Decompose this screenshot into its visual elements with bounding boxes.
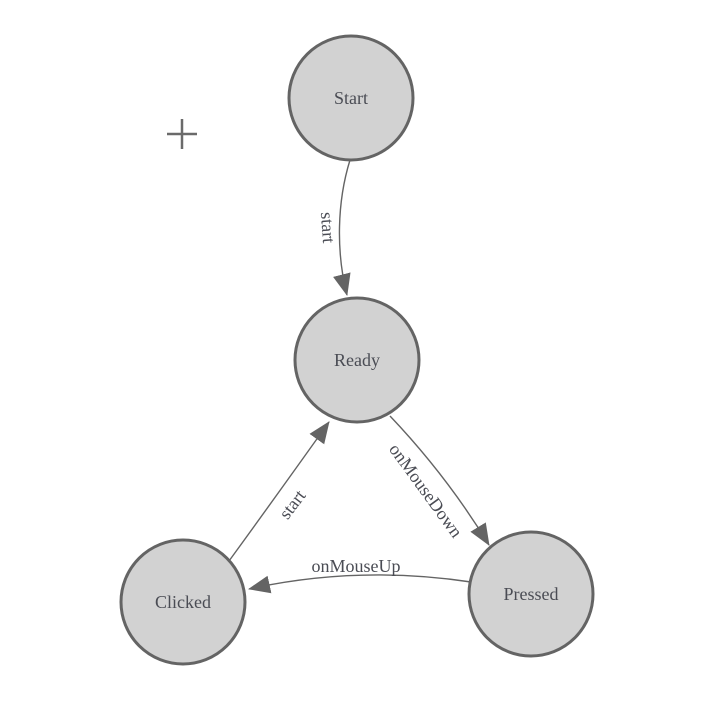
- state-label-pressed: Pressed: [504, 584, 559, 604]
- transition-label-start-ready: start: [317, 211, 339, 243]
- state-circle-ready: [293, 296, 421, 424]
- state-label-start: Start: [334, 88, 368, 108]
- state-circle-pressed: [467, 530, 595, 658]
- state-node-clicked[interactable]: Clicked: [119, 538, 247, 666]
- transition-ready-to-pressed[interactable]: [389, 415, 490, 546]
- transition-label-onmouseup: onMouseUp: [312, 556, 401, 576]
- state-circle-clicked: [119, 538, 247, 666]
- transition-start-to-ready[interactable]: [333, 159, 351, 296]
- transition-label-onmousedown: onMouseDown: [385, 440, 466, 542]
- state-node-ready[interactable]: Ready: [293, 296, 421, 424]
- transition-clicked-to-ready[interactable]: [228, 421, 330, 562]
- state-label-clicked: Clicked: [155, 592, 211, 612]
- crosshair-plus-icon: [167, 119, 197, 149]
- state-node-pressed[interactable]: Pressed: [467, 530, 595, 658]
- transition-pressed-to-clicked[interactable]: [248, 574, 472, 594]
- state-label-ready: Ready: [334, 350, 380, 370]
- state-circle-start: [287, 34, 415, 162]
- state-node-start[interactable]: Start: [287, 34, 415, 162]
